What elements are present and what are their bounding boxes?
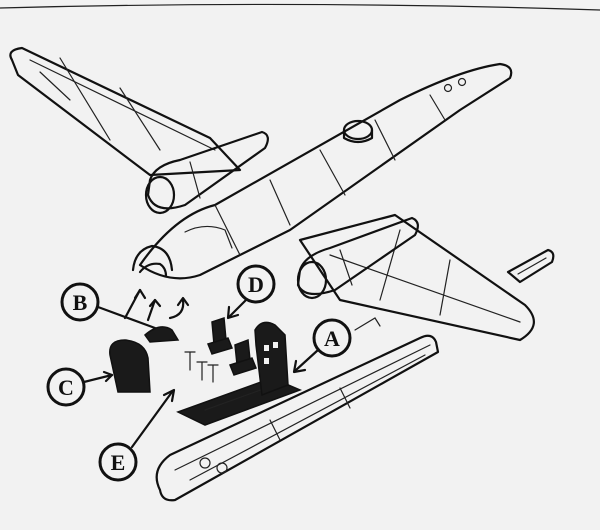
lower-fuselage-tail-tab — [354, 317, 381, 331]
seat-1-base — [206, 337, 234, 355]
lower-fuselage-outline — [155, 334, 440, 502]
nose-opening — [131, 244, 174, 272]
right-wing-panel-line — [329, 254, 521, 323]
fuselage-frame-2 — [269, 179, 291, 226]
cockpit-opening — [184, 225, 233, 249]
callout-d-circle — [236, 264, 276, 304]
part-a-cockpit-floor — [176, 321, 303, 426]
left-engine-seam — [189, 161, 201, 199]
arrowhead-e — [162, 388, 176, 403]
part-b-canopy-piece — [143, 326, 180, 343]
leader-c — [82, 373, 114, 384]
arrowhead-b-curve — [176, 296, 190, 307]
lower-fuselage-frame-2 — [269, 419, 281, 441]
left-engine-cowl — [144, 175, 176, 215]
fuselage-window-1 — [443, 83, 453, 93]
leader-lines — [82, 288, 320, 449]
left-wing-rib-2 — [119, 87, 161, 151]
part-d-seats — [206, 316, 257, 376]
callout-d: D — [236, 264, 276, 304]
tail-fin — [506, 248, 555, 284]
fuselage-top — [138, 62, 513, 280]
leader-b-curve — [168, 298, 185, 320]
control-column-3 — [207, 364, 219, 383]
control-column-2 — [196, 361, 208, 381]
right-wing-rib-2 — [439, 259, 451, 316]
right-engine-nacelle — [296, 216, 419, 296]
fuselage-frame-1 — [214, 204, 241, 256]
left-wing — [9, 46, 242, 177]
callout-c-circle — [46, 367, 86, 407]
cockpit-bulkhead — [254, 321, 289, 397]
fuselage-lower-half — [155, 317, 440, 502]
callout-a-label: A — [324, 326, 340, 351]
part-e-control-columns — [184, 351, 219, 383]
control-column-1 — [184, 351, 196, 371]
left-wing-rib-1 — [59, 57, 111, 141]
fuselage-frame-4 — [374, 119, 396, 161]
leader-a — [294, 348, 320, 372]
lower-fuselage-hole-1 — [199, 457, 211, 469]
right-engine-cowl — [296, 260, 328, 300]
fuselage-frame-3 — [319, 149, 346, 196]
callout-e-circle — [98, 442, 138, 482]
bulkhead-window-3 — [264, 358, 269, 364]
callout-a: A — [312, 318, 352, 358]
arrowhead-a — [292, 359, 307, 374]
left-wing-panel-line — [29, 59, 216, 151]
right-wing-rib-1 — [379, 229, 401, 301]
fuselage-window-2 — [457, 77, 467, 87]
callout-e: E — [98, 442, 138, 482]
seat-2-base — [229, 357, 257, 376]
nose-inner-rim — [138, 262, 168, 278]
lower-fuselage-frame-1 — [339, 387, 351, 409]
lower-fuselage-hole-2 — [216, 462, 228, 474]
leader-d — [228, 296, 250, 318]
lower-fuselage-seam-2 — [189, 354, 426, 481]
callout-b: B — [60, 282, 100, 322]
arrowhead-b-nose — [133, 288, 147, 300]
right-engine-seam — [339, 249, 353, 286]
callout-b-circle — [60, 282, 100, 322]
arrowhead-b-alt — [148, 298, 162, 308]
tail-fin-line — [517, 257, 547, 275]
arrowhead-d — [226, 305, 240, 320]
leader-b-alt — [146, 298, 157, 322]
bulkhead-window-1 — [264, 345, 269, 351]
callout-a-circle — [312, 318, 352, 358]
arrowhead-c — [102, 370, 114, 383]
left-wing-rib-3 — [39, 71, 71, 101]
leader-e — [130, 390, 174, 449]
left-engine-nacelle — [146, 130, 269, 210]
lower-fuselage-seam — [174, 344, 431, 471]
bulkhead-window-2 — [273, 342, 278, 348]
turret-base — [342, 128, 374, 144]
callout-c-label: C — [58, 375, 74, 400]
callout-c: C — [46, 367, 86, 407]
right-wing — [298, 213, 535, 342]
part-c-nose-cap — [109, 339, 151, 393]
callout-d-label: D — [248, 272, 264, 297]
paper-fold — [0, 3, 600, 11]
callout-e-label: E — [111, 450, 126, 475]
aircraft-upper-assembly — [9, 46, 535, 342]
fuselage-frame-5 — [429, 94, 446, 121]
callout-b-label: B — [73, 290, 88, 315]
